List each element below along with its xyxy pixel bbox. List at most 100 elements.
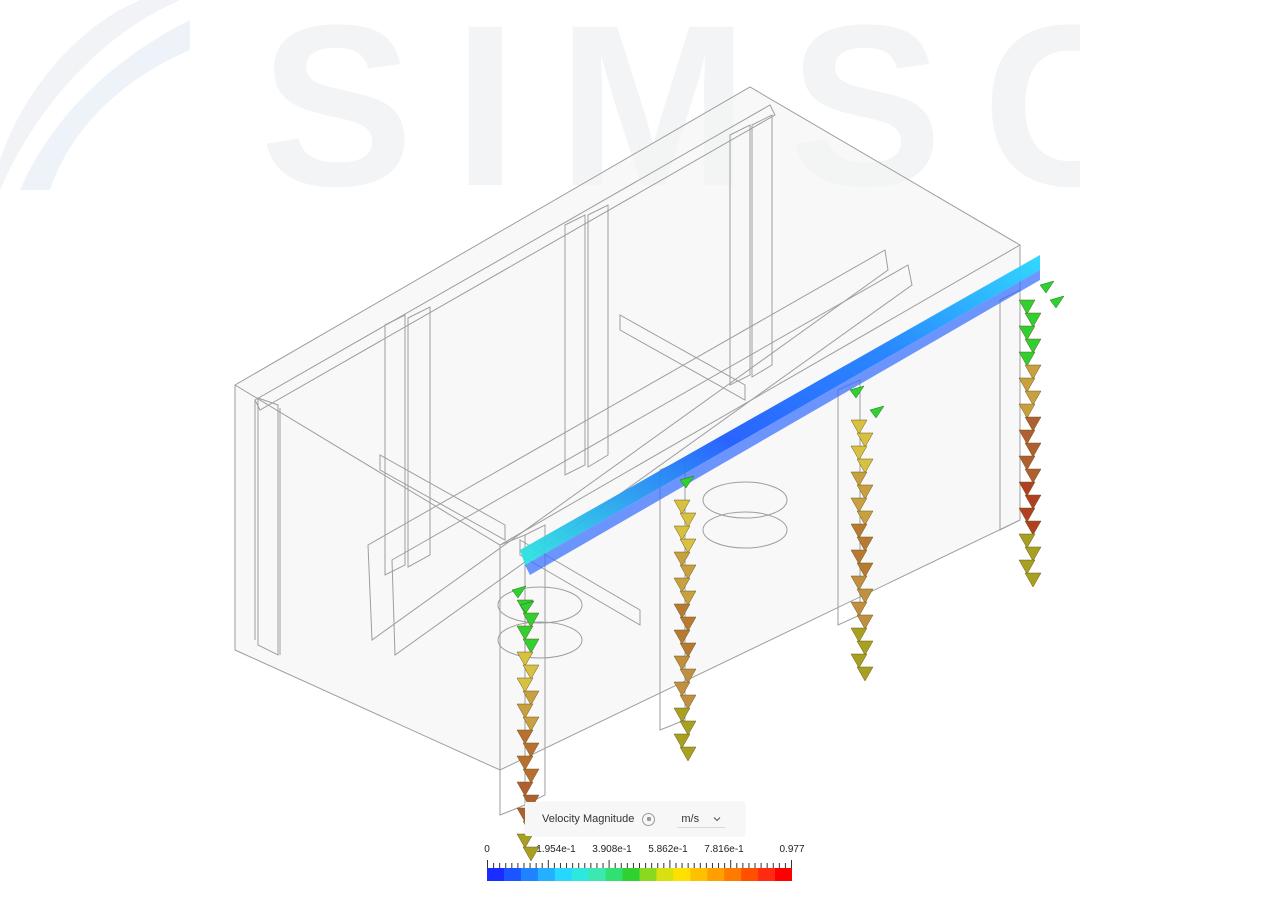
velocity-arrow xyxy=(679,668,697,684)
chevron-down-icon xyxy=(713,816,721,821)
velocity-arrow xyxy=(856,484,874,500)
velocity-arrow xyxy=(679,746,697,762)
velocity-arrow xyxy=(856,614,874,630)
velocity-arrow xyxy=(516,651,534,667)
velocity-arrow xyxy=(673,603,691,619)
tick-label: 7.816e-1 xyxy=(704,844,744,855)
velocity-arrow xyxy=(850,445,868,461)
velocity-arrow xyxy=(522,742,540,758)
velocity-arrow xyxy=(673,733,691,749)
velocity-arrow xyxy=(856,510,874,526)
velocity-arrow xyxy=(1018,351,1036,367)
velocity-arrow xyxy=(1024,468,1042,484)
velocity-arrow xyxy=(856,458,874,474)
velocity-arrow xyxy=(1024,338,1042,354)
velocity-arrow xyxy=(516,729,534,745)
velocity-arrow xyxy=(1024,442,1042,458)
velocity-arrow xyxy=(516,781,534,797)
velocity-arrow xyxy=(856,666,874,682)
info-icon[interactable] xyxy=(642,812,656,826)
legend-title: Velocity Magnitude xyxy=(542,813,635,825)
velocity-arrow xyxy=(850,523,868,539)
colorbar-cell xyxy=(537,868,556,881)
velocity-arrow xyxy=(856,640,874,656)
colorbar-cell xyxy=(571,868,590,881)
velocity-arrow xyxy=(511,585,527,599)
velocity-arrow xyxy=(516,755,534,771)
velocity-arrow xyxy=(673,551,691,567)
velocity-arrow xyxy=(1018,455,1036,471)
colorbar-cell xyxy=(503,868,522,881)
velocity-arrow xyxy=(679,590,697,606)
velocity-arrow xyxy=(519,600,535,614)
velocity-arrow xyxy=(1024,312,1042,328)
velocity-arrow xyxy=(679,538,697,554)
velocity-arrow xyxy=(679,616,697,632)
tick-label: 3.908e-1 xyxy=(592,844,632,855)
velocity-arrow xyxy=(522,690,540,706)
velocity-arrow xyxy=(679,475,695,489)
colorbar-cell xyxy=(741,868,759,881)
velocity-arrow xyxy=(522,664,540,680)
velocity-arrow xyxy=(850,627,868,643)
colorbar-cell xyxy=(554,868,573,881)
tick-label: 0.977 xyxy=(779,844,805,855)
velocity-arrow xyxy=(1018,299,1036,315)
colorbar-cell xyxy=(588,868,607,881)
colorbar-cell xyxy=(707,868,725,881)
unit-select[interactable]: m/s xyxy=(677,811,726,828)
velocity-arrow xyxy=(1018,403,1036,419)
velocity-arrow xyxy=(679,720,697,736)
velocity-arrow xyxy=(1018,377,1036,393)
velocity-arrow xyxy=(849,385,865,399)
velocity-arrow xyxy=(1024,546,1042,562)
velocity-arrow xyxy=(1018,429,1036,445)
colorbar-cell xyxy=(520,868,539,881)
tick-label: 0 xyxy=(484,844,490,855)
velocity-arrow xyxy=(522,846,540,862)
tick-label: 1.954e-1 xyxy=(536,844,576,855)
velocity-arrow xyxy=(856,536,874,552)
colorbar-cell xyxy=(487,868,505,881)
velocity-arrow xyxy=(856,562,874,578)
colorbar-cell xyxy=(724,868,742,881)
colorbar-ticks: 0 1.954e-1 3.908e-1 5.862e-1 7.816e-1 0.… xyxy=(480,844,820,858)
velocity-arrow xyxy=(522,716,540,732)
velocity-arrow xyxy=(850,575,868,591)
velocity-arrow xyxy=(522,612,540,628)
velocity-arrow xyxy=(673,655,691,671)
velocity-arrow xyxy=(516,703,534,719)
colorbar xyxy=(487,860,792,881)
velocity-arrow xyxy=(673,629,691,645)
velocity-arrow xyxy=(1018,325,1036,341)
velocity-arrow xyxy=(1024,494,1042,510)
colorbar-cell xyxy=(775,868,792,881)
velocity-arrow xyxy=(856,588,874,604)
velocity-arrow xyxy=(679,642,697,658)
velocity-arrow xyxy=(522,768,540,784)
velocity-arrow xyxy=(1024,416,1042,432)
velocity-arrow xyxy=(850,419,868,435)
velocity-arrow xyxy=(516,625,534,641)
velocity-arrow xyxy=(673,681,691,697)
velocity-arrow xyxy=(850,497,868,513)
velocity-arrow xyxy=(850,653,868,669)
tick-label: 5.862e-1 xyxy=(648,844,688,855)
colorbar-cell xyxy=(673,868,691,881)
colorbar-cell xyxy=(605,868,624,881)
velocity-arrow xyxy=(1039,280,1055,294)
velocity-arrow xyxy=(673,499,691,515)
unit-value: m/s xyxy=(681,812,700,825)
velocity-arrow xyxy=(1024,572,1042,588)
colorbar-cell xyxy=(639,868,657,881)
colorbar-cell xyxy=(758,868,776,881)
velocity-arrow xyxy=(516,677,534,693)
velocity-arrow xyxy=(1024,390,1042,406)
velocity-arrow xyxy=(1024,520,1042,536)
velocity-arrow xyxy=(1018,481,1036,497)
velocity-arrow xyxy=(856,432,874,448)
velocity-arrow xyxy=(850,471,868,487)
velocity-arrow xyxy=(679,694,697,710)
velocity-arrow xyxy=(1018,533,1036,549)
